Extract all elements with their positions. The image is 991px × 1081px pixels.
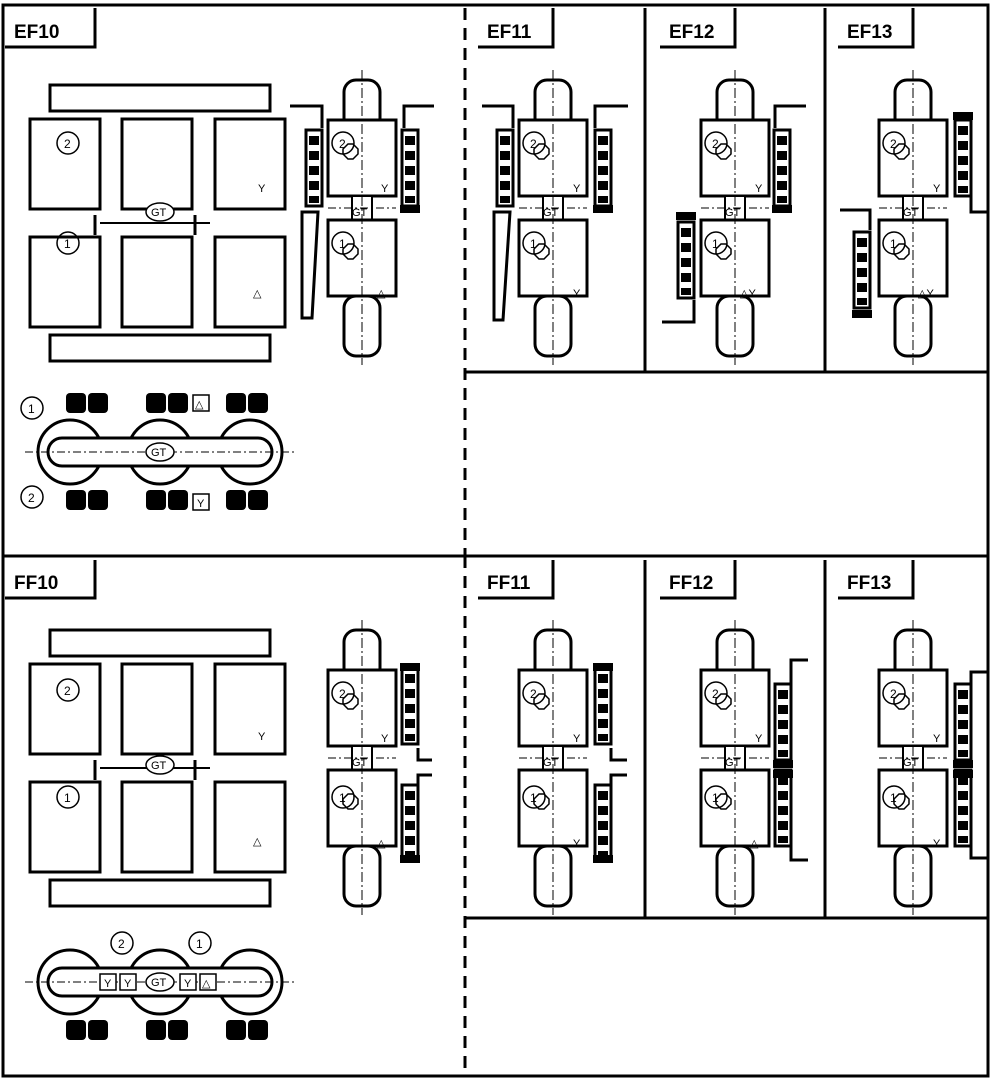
ef10-bottom-1: 1 (28, 402, 35, 416)
ff10-delta: △ (253, 836, 262, 848)
ef13-delta-y: △Y (918, 288, 934, 300)
ef13-2: 2 (890, 137, 897, 151)
marker-gt: GT (151, 207, 167, 219)
ff12-delta: △ (750, 838, 759, 850)
panel-label-ef11: EF11 (487, 22, 532, 43)
ef10-side-delta: △ (377, 288, 386, 300)
ef12-y: Y (755, 183, 763, 195)
ff10-bottom-gt: GT (151, 977, 167, 989)
ef10-bottom-y: Y (197, 498, 205, 510)
ef10-side-2: 2 (339, 137, 346, 151)
ff11-y1: Y (573, 733, 581, 745)
ff13-2: 2 (890, 687, 897, 701)
circled-number-icons (331, 131, 906, 809)
panel-borders (1, 3, 990, 1078)
panel-label-ef10: EF10 (14, 22, 59, 43)
ff10-marker-2: 2 (64, 684, 71, 698)
ef13-gt: GT (903, 207, 919, 219)
ff12-y: Y (755, 733, 763, 745)
marker-2: 2 (64, 137, 71, 151)
ff10-side-1: 1 (339, 791, 346, 805)
ef13-1: 1 (890, 237, 897, 251)
ff13-1: 1 (890, 791, 897, 805)
panel-label-ff12: FF12 (669, 573, 713, 594)
ff10-gt: GT (151, 760, 167, 772)
ef10-side-view: Y △ GT (290, 68, 434, 367)
ff10-bottom-y3: Y (184, 978, 192, 990)
ef10-bottom-2: 2 (28, 491, 35, 505)
ff12-view: Y △ GT (699, 618, 808, 917)
ef11-y2: Y (573, 288, 581, 300)
ff13-y1: Y (933, 733, 941, 745)
label-tabs (5, 8, 915, 600)
ff11-y2: Y (573, 838, 581, 850)
ef11-2: 2 (530, 137, 537, 151)
ff10-bottom-y2: Y (124, 978, 132, 990)
ff11-1: 1 (530, 791, 537, 805)
ef10-bottom-view: △ Y 1 2 GT (20, 393, 297, 511)
ff12-gt: GT (725, 757, 741, 769)
ef10-side-gt: GT (352, 207, 368, 219)
panel-label-ff10: FF10 (14, 573, 58, 594)
ef11-y1: Y (573, 183, 581, 195)
ff10-side-delta: △ (377, 838, 386, 850)
ef13-y: Y (933, 183, 941, 195)
ff10-side-view: Y △ GT (326, 618, 432, 917)
marker-1: 1 (64, 237, 71, 251)
ef10-bottom-gt: GT (151, 447, 167, 459)
ff10-marker-1: 1 (64, 791, 71, 805)
ef12-gt: GT (725, 207, 741, 219)
ff12-2: 2 (712, 687, 719, 701)
ef10-side-1: 1 (339, 237, 346, 251)
ef12-delta-y: △Y (740, 288, 756, 300)
ef10-side-y: Y (381, 183, 389, 195)
panel-label-ff13: FF13 (847, 573, 891, 594)
ef12-1: 1 (712, 237, 719, 251)
ff12-1: 1 (712, 791, 719, 805)
ef11-1: 1 (530, 237, 537, 251)
ff10-side-y: Y (381, 733, 389, 745)
ff10-bottom-view: Y Y Y △ GT 2 1 (23, 931, 297, 1040)
ff10-bottom-y1: Y (104, 978, 112, 990)
ef10-top-view: 2 1 GT Y △ (28, 83, 287, 363)
ef13-view: Y △Y GT (840, 68, 988, 367)
ff13-gt: GT (903, 757, 919, 769)
ff11-2: 2 (530, 687, 537, 701)
ff10-bottom-delta: △ (202, 978, 211, 990)
marker-y: Y (258, 183, 266, 195)
ef10-bottom-delta: △ (195, 399, 204, 411)
panel-label-ff11: FF11 (487, 573, 531, 594)
panel-label-ef13: EF13 (847, 22, 892, 43)
ff10-bottom-2: 2 (118, 937, 125, 951)
ff11-view: Y Y GT (517, 618, 627, 917)
ef11-gt: GT (543, 207, 559, 219)
ff10-side-2: 2 (339, 687, 346, 701)
ff10-bottom-1: 1 (196, 937, 203, 951)
ff10-side-gt: GT (352, 757, 368, 769)
ff10-y: Y (258, 731, 266, 743)
marker-delta: △ (253, 288, 262, 300)
ff13-view: Y Y GT (877, 618, 988, 917)
ff13-y2: Y (933, 838, 941, 850)
ef11-view: Y Y GT (482, 68, 628, 367)
ff10-top-view: 2 1 GT Y △ (28, 628, 287, 908)
ef12-view: Y △Y GT (662, 68, 806, 367)
ff11-gt: GT (543, 757, 559, 769)
panel-label-ef12: EF12 (669, 22, 714, 43)
ef12-2: 2 (712, 137, 719, 151)
